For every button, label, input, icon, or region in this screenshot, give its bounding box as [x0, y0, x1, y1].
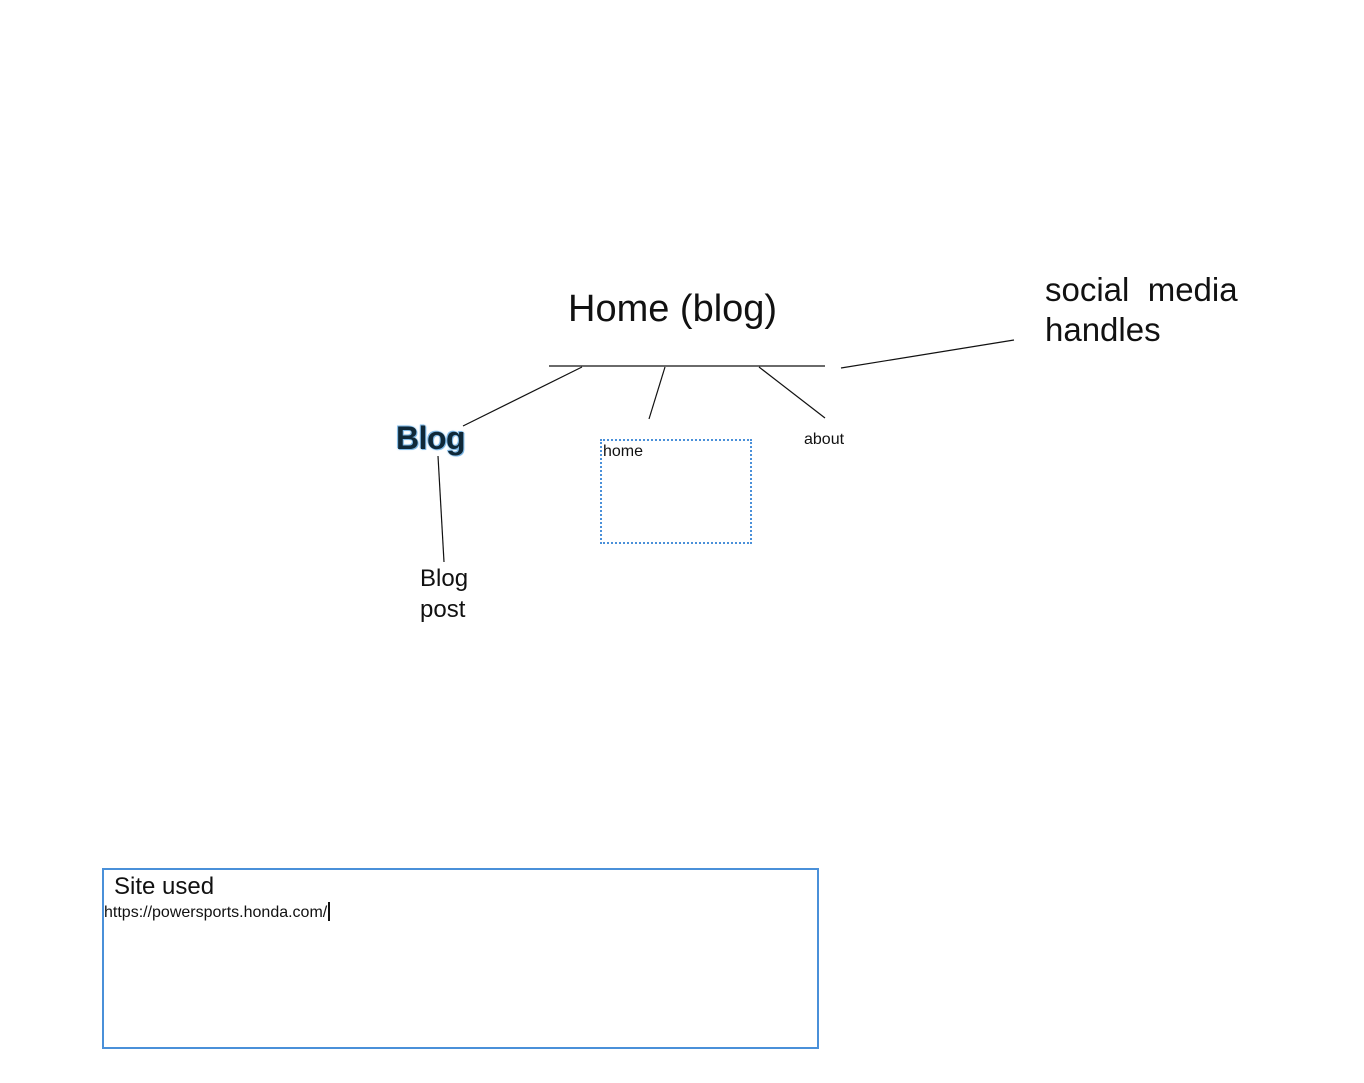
connector-root-to-blog — [462, 366, 583, 427]
home-node-label: home — [603, 443, 644, 460]
blog-node-label: Blog — [396, 420, 466, 456]
site-url-value: https://powersports.honda.com/ — [104, 904, 328, 921]
about-node-label: about — [804, 431, 845, 448]
connector-blog-to-post — [437, 455, 445, 563]
text-caret — [328, 902, 331, 921]
site-used-title: Site used — [114, 873, 215, 900]
blog-post-node-label: Blog post — [420, 565, 469, 623]
connector-root-to-social — [840, 339, 1015, 369]
connector-root-to-home — [648, 366, 666, 420]
home-node-box[interactable]: home — [600, 439, 752, 544]
site-url-text: https://powersports.honda.com/ — [104, 902, 331, 921]
social-media-note: social media handles — [1045, 271, 1238, 348]
connector-root-to-about — [758, 366, 826, 419]
root-node-label: Home (blog) — [568, 288, 778, 330]
site-used-textbox[interactable]: Site used https://powersports.honda.com/ — [102, 868, 819, 1049]
